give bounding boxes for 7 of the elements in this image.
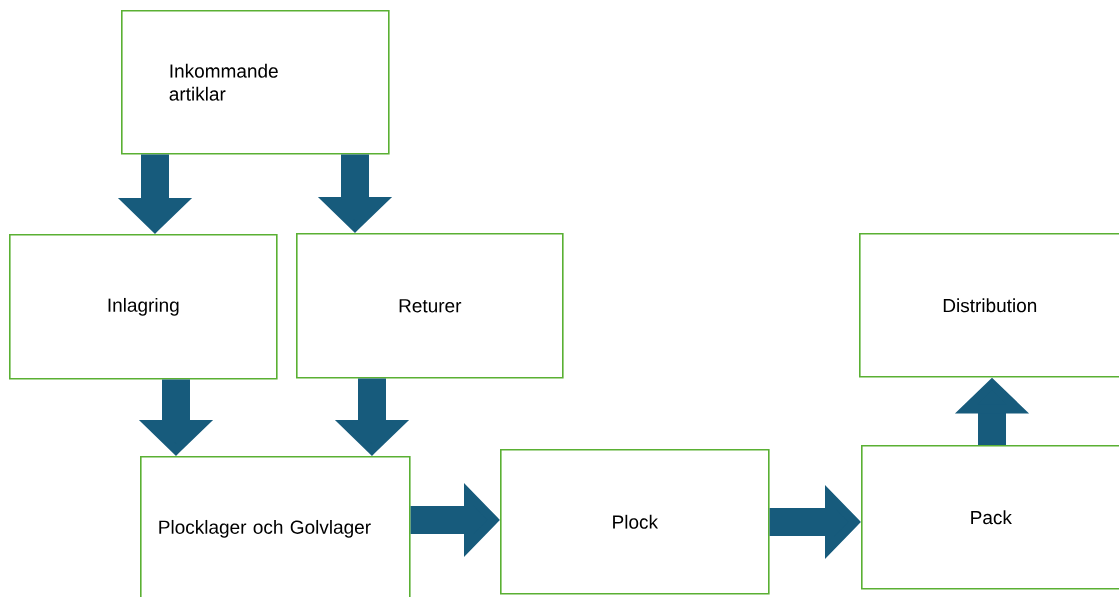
process-box: Distribution <box>859 233 1119 378</box>
process-box: Inkommande artiklar <box>121 10 390 155</box>
process-box: Inlagring <box>9 234 278 380</box>
process-box: Returer <box>296 233 564 379</box>
process-box: Plocklager och Golvlager <box>140 456 411 597</box>
process-box: Plock <box>500 449 770 595</box>
process-box: Pack <box>861 445 1119 590</box>
